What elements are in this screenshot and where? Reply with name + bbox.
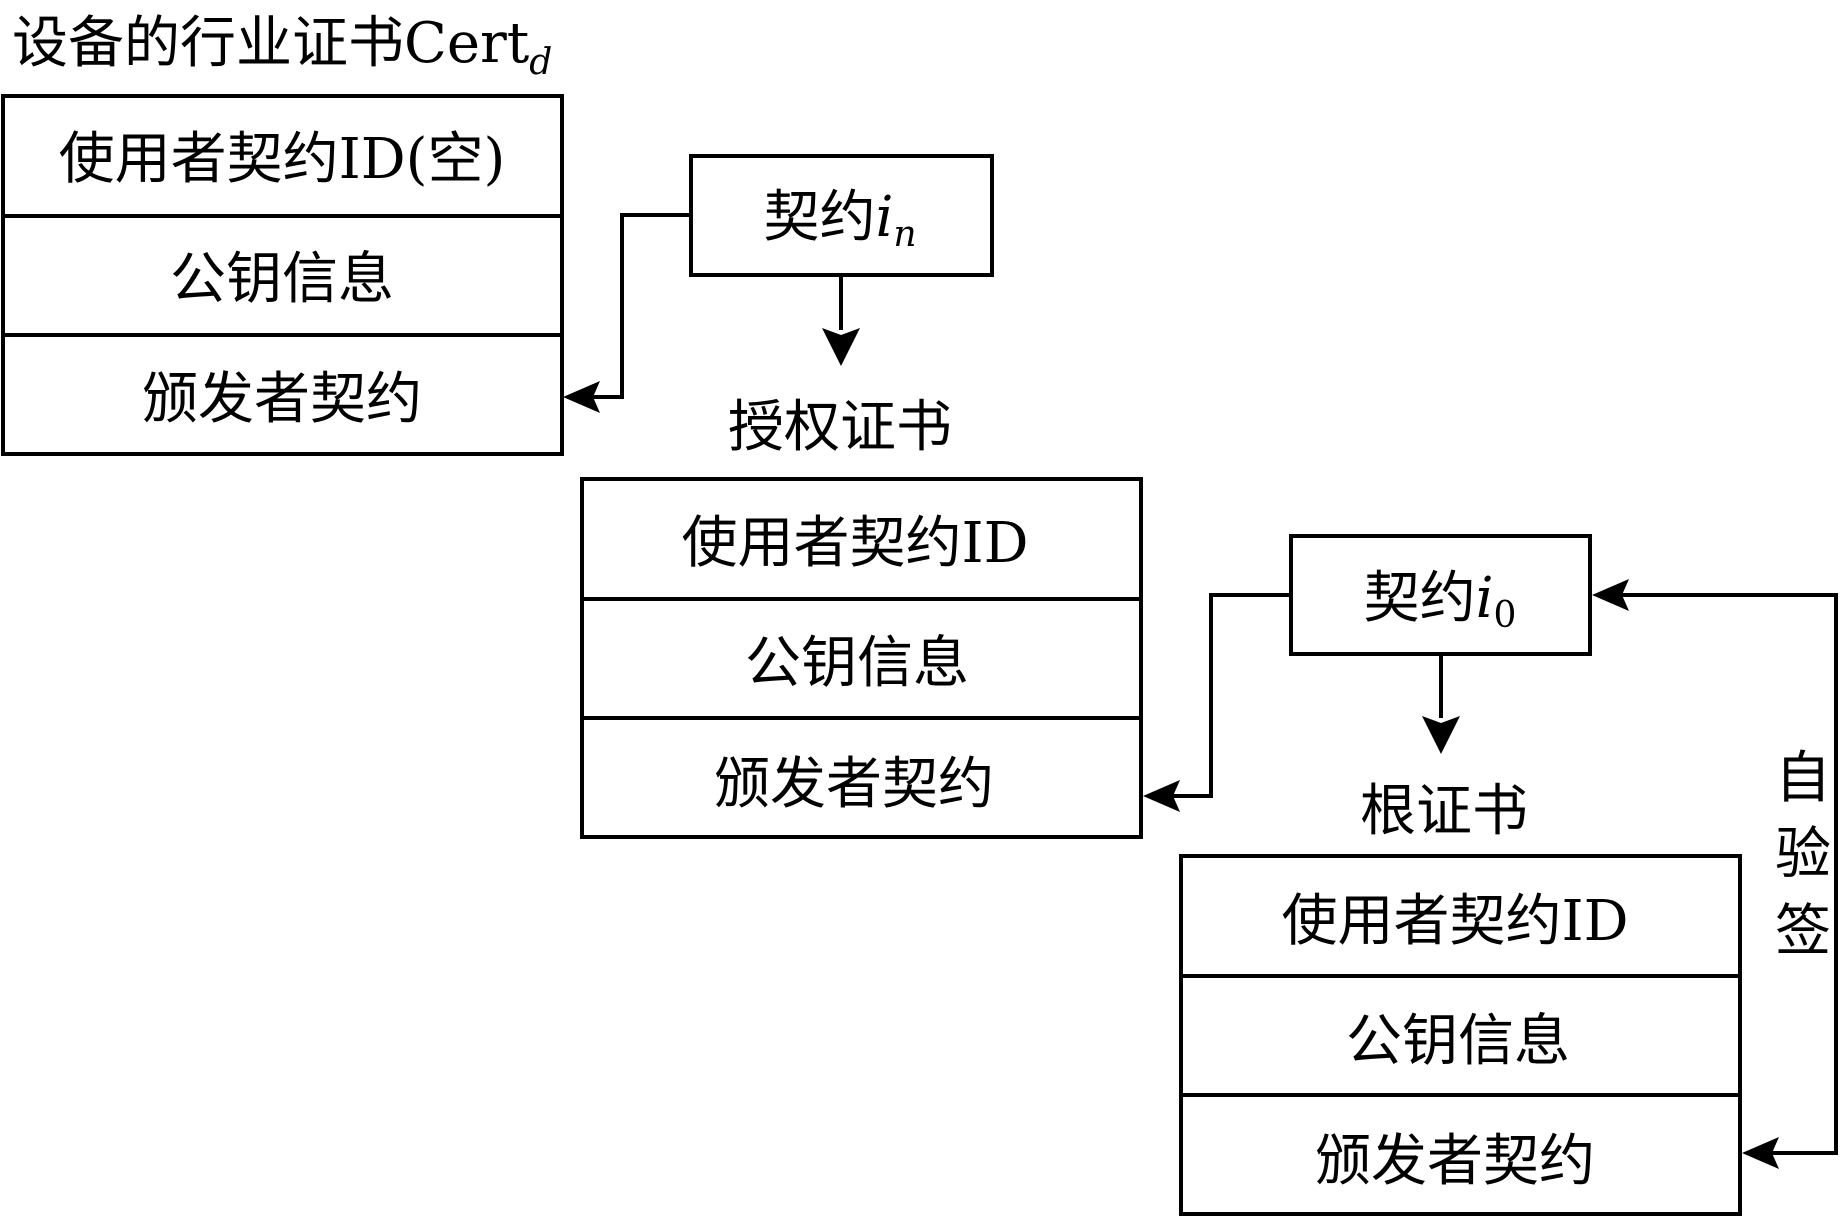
contract-n-label: 契约in xyxy=(763,185,916,255)
root-cert-issuer: 颁发者契约 xyxy=(1315,1129,1595,1194)
arrow-contract-n-to-device-issuer xyxy=(563,213,691,413)
device-cert-box xyxy=(1,94,564,456)
auth-cert-box xyxy=(580,477,1143,839)
root-cert-title: 根证书 xyxy=(1360,779,1528,844)
device-cert-title: 设备的行业证书Certd xyxy=(12,11,552,83)
root-cert-box xyxy=(1179,854,1742,1216)
auth-cert-public-key: 公钥信息 xyxy=(745,631,969,696)
root-cert-public-key: 公钥信息 xyxy=(1346,1009,1570,1074)
contract-n-box xyxy=(689,154,994,277)
svg-text:验: 验 xyxy=(1775,822,1831,887)
device-cert-issuer: 颁发者契约 xyxy=(142,367,422,432)
root-cert-subject-id: 使用者契约ID xyxy=(1281,889,1628,954)
device-cert-public-key: 公钥信息 xyxy=(170,247,394,312)
contract-n-node: 契约in xyxy=(689,154,994,277)
arrow-contract-0-to-root-cert xyxy=(1422,654,1460,754)
root-certificate: 根证书 使用者契约ID 公钥信息 颁发者契约 xyxy=(1179,779,1742,1216)
contract-0-node: 契约i0 xyxy=(1289,534,1592,656)
contract-0-label: 契约i0 xyxy=(1364,566,1517,636)
auth-cert-title: 授权证书 xyxy=(728,395,952,460)
contract-0-box xyxy=(1289,534,1592,656)
auth-cert-subject-id: 使用者契约ID xyxy=(681,511,1028,576)
svg-text:自: 自 xyxy=(1775,746,1831,811)
arrow-contract-0-to-auth-issuer xyxy=(1143,593,1291,812)
device-cert-subject-id: 使用者契约ID(空) xyxy=(59,127,506,192)
authorization-certificate: 授权证书 使用者契约ID 公钥信息 颁发者契约 xyxy=(580,395,1143,839)
self-sign-loop xyxy=(1592,579,1838,1169)
auth-cert-issuer: 颁发者契约 xyxy=(714,752,994,817)
svg-text:签: 签 xyxy=(1775,899,1831,964)
self-sign-label: 自 验 签 xyxy=(1775,746,1831,964)
device-certificate: 设备的行业证书Certd 使用者契约ID(空) 公钥信息 颁发者契约 xyxy=(1,11,564,456)
arrow-contract-n-to-auth-cert xyxy=(822,275,860,366)
